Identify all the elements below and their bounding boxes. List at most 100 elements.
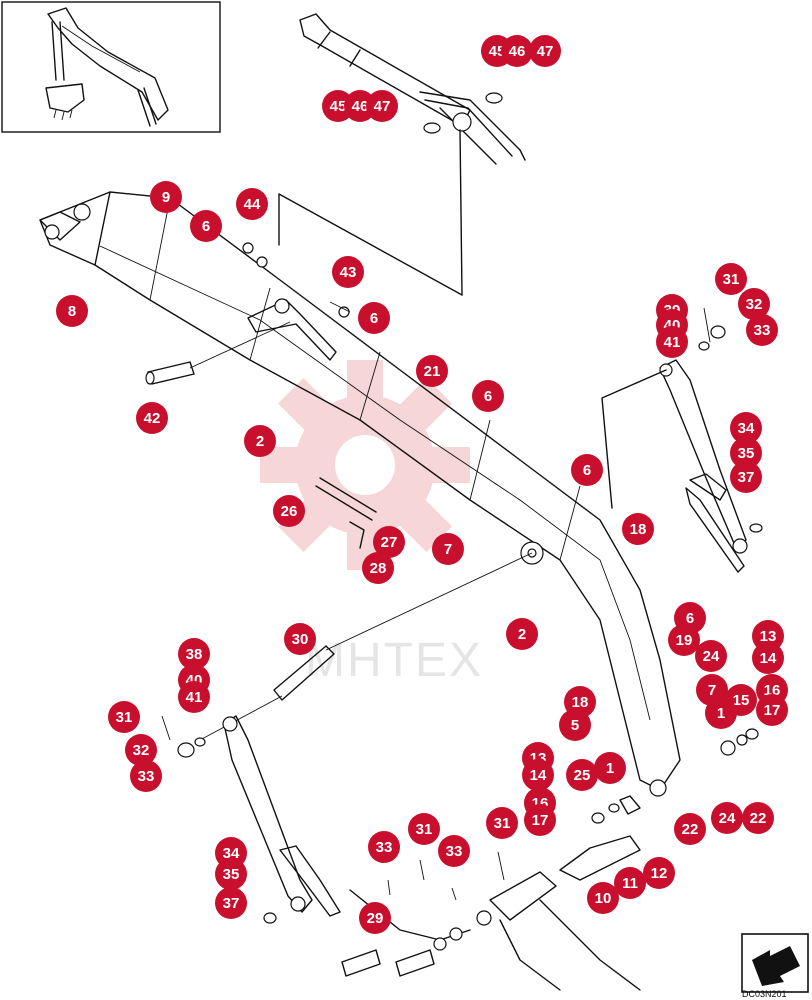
callout-number: 34 [738,420,755,437]
arm-cylinder-top [278,13,526,296]
callout-badge [362,552,394,584]
orientation-arrow-icon [741,933,809,993]
callout-badge [622,513,654,545]
callout-number: 8 [68,303,76,320]
callout-badge [506,618,538,650]
callout-number: 24 [703,648,720,665]
bucket-cylinder-right [601,307,763,573]
callout-badge [373,526,405,558]
callout-number: 31 [723,271,740,288]
callout-badge [559,709,591,741]
callout-number: 33 [376,839,393,856]
callout-badge [738,288,770,320]
callout-22: 22 [674,813,706,845]
callout-17: 17 [756,694,788,726]
callout-badge [668,624,700,656]
callout-number: 45 [330,98,347,115]
callout-badge [284,623,316,655]
callout-number: 46 [352,98,369,115]
callout-34: 34 [730,412,762,444]
callout-number: 27 [381,534,398,551]
callout-number: 6 [686,610,694,627]
callout-badge [215,887,247,919]
callout-41: 41 [178,681,210,713]
callout-number: 31 [494,815,511,832]
callout-46: 46 [501,35,533,67]
callout-badge [150,181,182,213]
boom-structure [39,191,681,797]
callout-number: 35 [223,866,240,883]
callout-badge [344,90,376,122]
callout-number: 17 [532,812,549,829]
callout-45: 45 [322,90,354,122]
callout-7: 7 [432,533,464,565]
callout-number: 17 [764,702,781,719]
callout-number: 41 [186,689,203,706]
callout-badge [730,437,762,469]
callout-number: 6 [370,310,378,327]
callout-number: 35 [738,445,755,462]
callout-number: 22 [750,810,767,827]
callout-number: 19 [676,632,693,649]
callout-number: 44 [244,196,261,213]
callout-8: 8 [56,295,88,327]
callout-number: 6 [484,388,492,405]
callout-badge [359,902,391,934]
callout-badge [695,640,727,672]
callout-number: 6 [202,218,210,235]
callout-number: 33 [138,768,155,785]
loose-parts [145,242,533,741]
callout-number: 13 [760,628,777,645]
callout-28: 28 [362,552,394,584]
callout-badge [594,752,626,784]
callout-number: 33 [446,843,463,860]
callout-badge [529,35,561,67]
callout-47: 47 [366,90,398,122]
callout-number: 5 [571,717,579,734]
callout-number: 1 [717,705,725,722]
callout-35: 35 [215,858,247,890]
callout-6: 6 [472,380,504,412]
callout-22: 22 [742,802,774,834]
callout-24: 24 [695,640,727,672]
callout-number: 14 [760,650,777,667]
callout-31: 31 [408,813,440,845]
callout-33: 33 [438,835,470,867]
callout-number: 18 [630,521,647,538]
callout-badge [358,302,390,334]
callout-number: 38 [186,646,203,663]
callout-badge [332,256,364,288]
callout-6: 6 [190,210,222,242]
callout-11: 11 [614,867,646,899]
callout-9: 9 [150,181,182,213]
inset-thumbnail [1,1,221,133]
callout-number: 14 [530,767,547,784]
callout-number: 30 [292,631,309,648]
callout-badge [752,642,784,674]
callout-number: 34 [223,845,240,862]
callout-number: 21 [424,363,441,380]
callout-31: 31 [486,807,518,839]
callout-badge [236,188,268,220]
callout-number: 47 [374,98,391,115]
callout-badge [408,813,440,845]
callout-12: 12 [643,857,675,889]
callout-number: 11 [622,875,638,892]
callout-number: 2 [518,626,526,643]
callout-badge [730,412,762,444]
linkage-bottom [341,728,759,991]
callout-badge [524,804,556,836]
callout-badge [566,759,598,791]
callout-number: 46 [509,43,526,60]
callout-number: 7 [444,541,452,558]
callout-badge [273,495,305,527]
callout-badge [136,402,168,434]
callout-31: 31 [108,701,140,733]
callout-number: 31 [416,821,433,838]
callout-badge [746,314,778,346]
callout-number: 25 [574,767,591,784]
callout-33: 33 [368,831,400,863]
callout-number: 15 [733,692,750,709]
